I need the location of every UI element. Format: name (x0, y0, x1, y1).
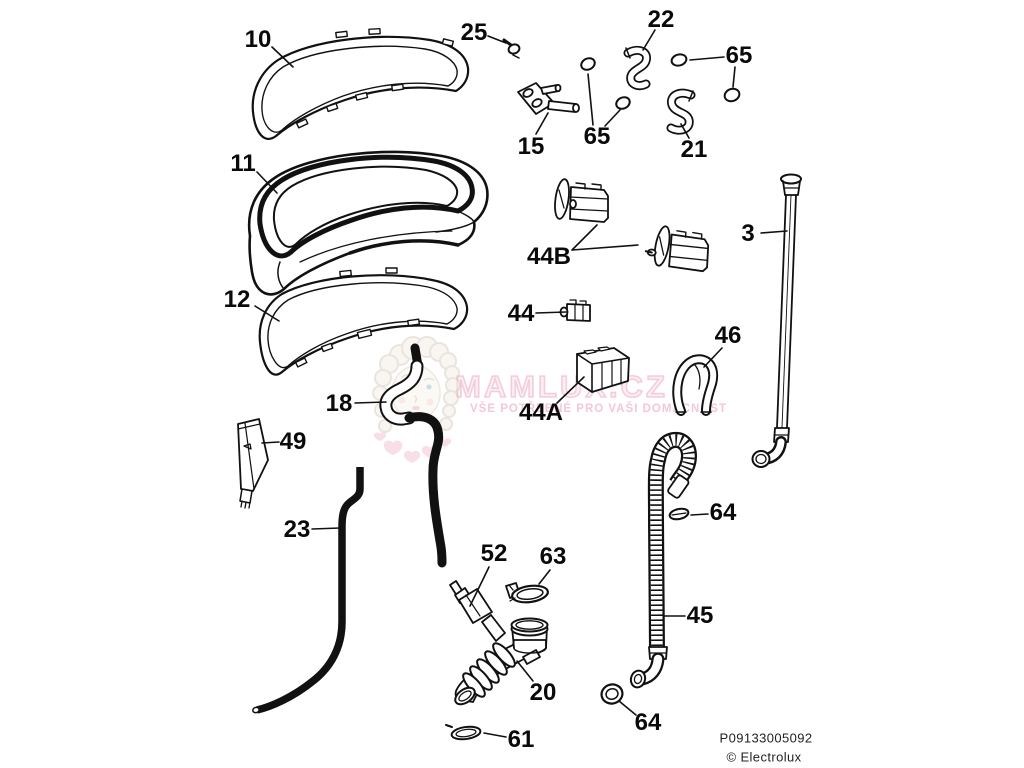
label-part-21: 21 (680, 136, 708, 163)
label-part-64-lower: 64 (634, 709, 662, 736)
part-23-hose (252, 467, 364, 714)
part-44B-clamps (554, 178, 710, 273)
watermark-brand: MAMLUX.CZ (454, 368, 668, 405)
part-64-ring-lower (600, 683, 624, 705)
label-part-11: 11 (230, 150, 256, 177)
label-part-65-top-right: 65 (725, 42, 753, 69)
label-part-52: 52 (480, 540, 508, 567)
label-part-45: 45 (686, 602, 714, 629)
label-part-61: 61 (507, 726, 535, 753)
label-part-12: 12 (223, 286, 251, 313)
part-25-pin (502, 38, 521, 59)
label-part-3: 3 (741, 220, 755, 247)
label-part-64-upper: 64 (709, 499, 737, 526)
part-46-hook-strap (672, 354, 719, 416)
label-part-22: 22 (647, 6, 675, 33)
part-44A-clamp-block (576, 346, 630, 393)
part-45-drain-hose (629, 431, 697, 689)
part-20-bellows-elbow (454, 614, 549, 706)
label-part-44B: 44B (526, 243, 572, 270)
part-52-nozzle (449, 580, 493, 624)
part-61-clamp (445, 724, 482, 741)
part-12-trim-frame (258, 267, 469, 376)
part-11-lid (247, 150, 489, 296)
part-65-washers (580, 53, 741, 110)
part-64-ring-upper (668, 507, 690, 521)
part-49-bracket (237, 418, 269, 509)
part-22-hook (623, 45, 651, 91)
label-part-23: 23 (283, 516, 311, 543)
part-18-hose (379, 343, 447, 568)
footer-copyright: © Electrolux (726, 749, 802, 765)
part-44-clamp (559, 299, 591, 322)
label-part-25: 25 (460, 19, 488, 46)
part-63-clamp (505, 582, 549, 604)
label-part-18: 18 (325, 390, 353, 417)
footer-part-code: P09133005092 (719, 730, 813, 746)
leader-lines (254, 29, 788, 738)
label-part-44A: 44A (518, 399, 564, 426)
watermark-tagline: VŠE POTŘEBNÉ PRO VAŠI DOMÁCNOST (470, 403, 727, 415)
label-part-46: 46 (714, 322, 742, 349)
label-part-20: 20 (529, 679, 557, 706)
part-15-hinge-bracket (517, 82, 580, 115)
part-10-trim-frame (251, 27, 470, 140)
label-part-49: 49 (279, 428, 307, 455)
label-part-10: 10 (244, 26, 272, 53)
part-3-fill-tube (751, 173, 802, 468)
label-part-15: 15 (517, 133, 545, 160)
label-part-44: 44 (507, 300, 535, 327)
label-part-63: 63 (539, 543, 567, 570)
label-part-65-middle: 65 (583, 123, 611, 150)
